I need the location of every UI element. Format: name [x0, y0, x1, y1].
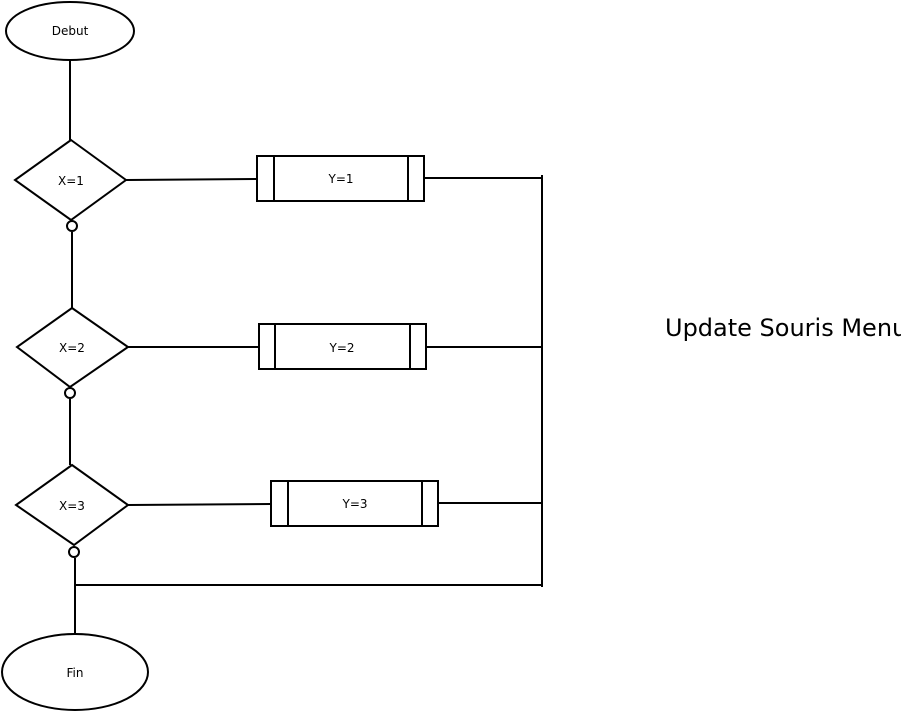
decision-2-no-connector — [64, 387, 76, 399]
decision-1-label: X=1 — [58, 174, 84, 188]
process-2-label: Y=2 — [328, 341, 354, 355]
start-terminal: Debut — [5, 1, 135, 61]
connector-lines — [69, 60, 543, 634]
end-label: Fin — [67, 666, 84, 680]
end-terminal: Fin — [1, 633, 149, 711]
process-1: Y=1 — [256, 155, 425, 202]
start-label: Debut — [52, 24, 89, 38]
decision-3-label: X=3 — [59, 499, 85, 513]
connector-decision-1-to-process-1 — [125, 178, 259, 181]
connector-decision-3-to-process-3 — [127, 503, 272, 506]
process-2: Y=2 — [258, 323, 427, 370]
decision-1-no-connector — [66, 220, 78, 232]
decision-3-no-connector — [68, 546, 80, 558]
process-1-label: Y=1 — [327, 172, 353, 186]
process-3: Y=3 — [270, 480, 439, 527]
decision-1: X=1 — [13, 138, 128, 232]
decision-3: X=3 — [14, 463, 130, 558]
diagram-title: Update Souris Menu — [665, 314, 901, 342]
decision-2-label: X=2 — [59, 341, 85, 355]
process-3-label: Y=3 — [341, 497, 367, 511]
decision-2: X=2 — [15, 306, 130, 399]
